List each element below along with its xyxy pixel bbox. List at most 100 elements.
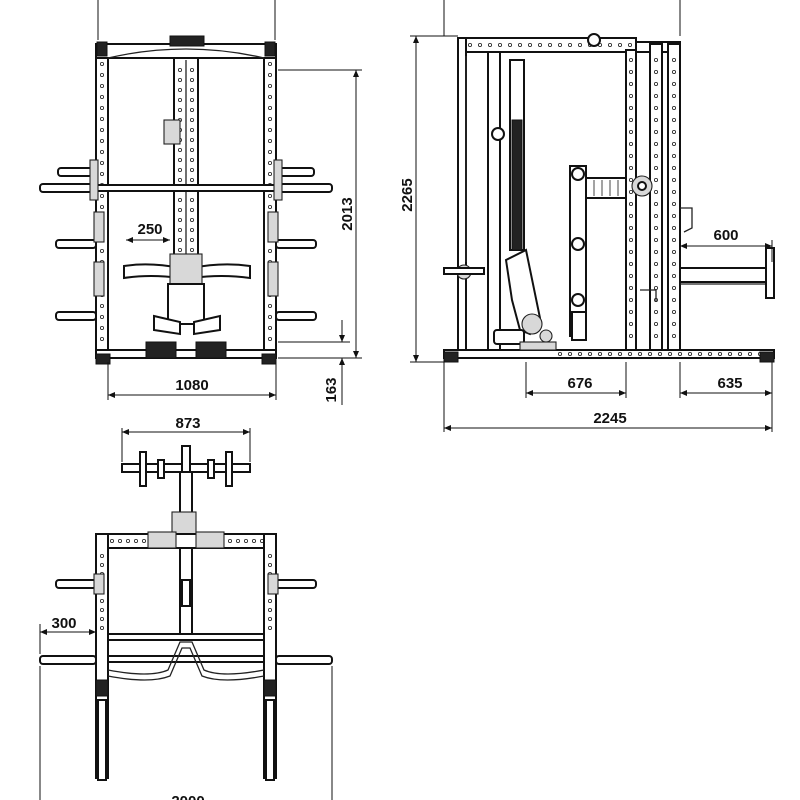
perforation-hole xyxy=(672,309,677,314)
front-right-cap xyxy=(264,41,276,57)
perforation-hole xyxy=(100,73,105,78)
side-total-depth-label: 2245 xyxy=(593,410,626,427)
perforation-hole xyxy=(654,70,659,75)
perforation-hole xyxy=(518,43,523,48)
top-left-lower-horn xyxy=(39,655,97,665)
perforation-hole xyxy=(654,58,659,63)
perforation-hole xyxy=(668,351,673,356)
perforation-hole xyxy=(629,58,634,63)
side-lever-pad xyxy=(521,313,543,335)
perforation-hole xyxy=(100,303,105,308)
perforation-hole xyxy=(748,351,753,356)
perforation-hole xyxy=(189,147,194,152)
perforation-hole xyxy=(100,193,105,198)
perforation-hole xyxy=(477,43,482,48)
perforation-hole xyxy=(177,98,182,103)
perforation-hole xyxy=(629,94,634,99)
perforation-hole xyxy=(243,539,248,544)
perforation-hole xyxy=(177,147,182,152)
perforation-hole xyxy=(728,351,733,356)
front-right-foot xyxy=(261,353,277,365)
perforation-hole xyxy=(267,149,272,154)
perforation-hole xyxy=(177,167,182,172)
front-left-plate-horns xyxy=(39,159,105,321)
perforation-hole xyxy=(100,617,105,622)
perforation-hole xyxy=(487,43,492,48)
perforation-hole xyxy=(189,137,194,142)
perforation-hole xyxy=(629,153,634,158)
perforation-hole xyxy=(672,165,677,170)
perforation-hole xyxy=(100,62,105,67)
front-center-holes xyxy=(177,68,194,252)
perforation-hole xyxy=(638,351,643,356)
perforation-hole xyxy=(629,201,634,206)
top-center-spine xyxy=(179,471,193,641)
perforation-hole xyxy=(267,248,272,253)
perforation-hole xyxy=(100,563,105,568)
perforation-hole xyxy=(672,213,677,218)
perforation-hole xyxy=(118,539,123,544)
perforation-hole xyxy=(672,225,677,230)
perforation-hole xyxy=(100,626,105,631)
perforation-hole xyxy=(110,539,115,544)
perforation-hole xyxy=(189,227,194,232)
perforation-hole xyxy=(100,554,105,559)
perforation-hole xyxy=(654,237,659,242)
perforation-hole xyxy=(507,43,512,48)
perforation-hole xyxy=(100,325,105,330)
perforation-hole xyxy=(654,273,659,278)
perforation-hole xyxy=(672,58,677,63)
perforation-hole xyxy=(100,138,105,143)
perforation-hole xyxy=(141,539,146,544)
front-seat-width-dimension: 250 xyxy=(126,221,170,243)
perforation-hole xyxy=(629,249,634,254)
perforation-hole xyxy=(189,157,194,162)
perforation-hole xyxy=(718,351,723,356)
perforation-hole xyxy=(629,225,634,230)
perforation-hole xyxy=(618,43,623,48)
perforation-hole xyxy=(629,261,634,266)
perforation-hole xyxy=(177,108,182,113)
side-rear-foot xyxy=(443,351,459,363)
perforation-hole xyxy=(628,43,633,48)
perforation-hole xyxy=(578,351,583,356)
side-front-upright-a xyxy=(649,43,663,355)
side-bottom-a-label: 676 xyxy=(567,375,592,392)
perforation-hole xyxy=(177,68,182,73)
perforation-hole xyxy=(654,118,659,123)
perforation-hole xyxy=(688,351,693,356)
perforation-hole xyxy=(629,321,634,326)
perforation-hole xyxy=(588,351,593,356)
perforation-hole xyxy=(629,141,634,146)
perforation-hole xyxy=(100,117,105,122)
perforation-hole xyxy=(654,141,659,146)
perforation-hole xyxy=(177,157,182,162)
side-arm-length-dimension: 600 xyxy=(679,227,773,262)
perforation-hole xyxy=(267,325,272,330)
front-right-upright xyxy=(263,43,277,359)
side-height-label: 2265 xyxy=(399,178,416,211)
side-peg-bottom xyxy=(571,293,585,307)
side-height-dimension: 2265 xyxy=(399,35,458,363)
perforation-hole xyxy=(100,95,105,100)
perforation-hole xyxy=(267,138,272,143)
perforation-hole xyxy=(654,165,659,170)
front-right-roller xyxy=(191,263,251,280)
perforation-hole xyxy=(267,160,272,165)
side-cable-column xyxy=(487,51,501,353)
perforation-hole xyxy=(126,539,131,544)
perforation-hole xyxy=(654,333,659,338)
side-foot-plate xyxy=(493,329,525,345)
top-handle-posts xyxy=(139,445,233,489)
perforation-hole xyxy=(267,73,272,78)
side-arm-length-label: 600 xyxy=(713,227,738,244)
perforation-hole xyxy=(678,351,683,356)
side-weight-stack xyxy=(511,119,523,251)
side-top-depth-label: 1500 xyxy=(545,0,578,4)
top-curved-bar xyxy=(107,647,265,681)
perforation-hole xyxy=(548,43,553,48)
perforation-hole xyxy=(177,207,182,212)
perforation-hole xyxy=(629,82,634,87)
top-plate-offset-label: 300 xyxy=(51,615,76,632)
